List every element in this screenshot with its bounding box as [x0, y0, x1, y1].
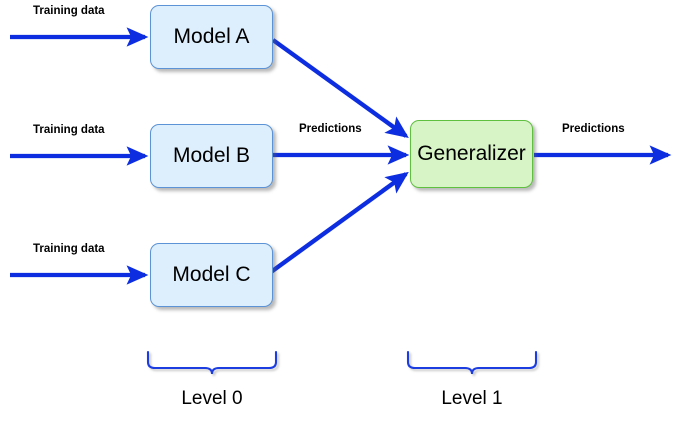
node-model-a-label: Model A: [173, 25, 250, 48]
node-generalizer-label: Generalizer: [417, 142, 526, 165]
node-model-c-label: Model C: [172, 263, 251, 286]
label-predictions-intermediate: Predictions: [299, 123, 362, 135]
label-level-1: Level 1: [441, 388, 503, 409]
node-model-c[interactable]: Model C: [150, 243, 273, 307]
edge-model-c-to-generalizer: [269, 171, 409, 274]
label-training-data-c: Training data: [33, 243, 105, 255]
brace-level-1: [406, 350, 538, 375]
label-level-0: Level 0: [181, 388, 243, 409]
node-model-a[interactable]: Model A: [150, 5, 273, 69]
brace-level-0: [146, 350, 278, 375]
edge-model-a-to-generalizer: [271, 38, 409, 139]
node-model-b[interactable]: Model B: [150, 124, 273, 188]
label-predictions-output: Predictions: [562, 123, 625, 135]
node-model-b-label: Model B: [172, 144, 251, 167]
node-generalizer[interactable]: Generalizer: [410, 120, 533, 188]
label-training-data-b: Training data: [33, 124, 105, 136]
label-training-data-a: Training data: [33, 5, 105, 17]
